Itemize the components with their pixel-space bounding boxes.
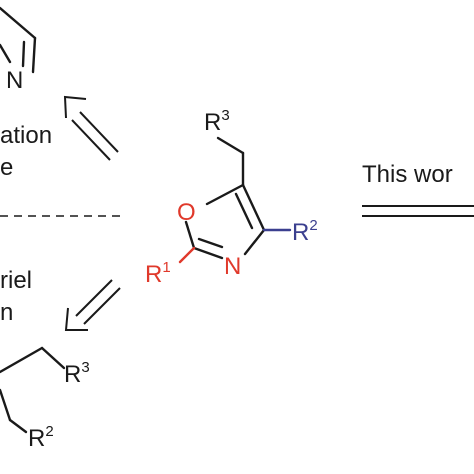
oxazole-r2-label: R2 xyxy=(292,217,318,246)
c2-n3-bond xyxy=(192,246,224,260)
top-caption-line2: e xyxy=(0,154,13,181)
c5-o1-bond xyxy=(205,183,245,206)
oxazole-molecule: R3 O N R1 R2 xyxy=(145,107,318,288)
bottom-caption-line1: riel xyxy=(0,267,32,294)
n3-c4-bond xyxy=(243,228,266,256)
retro-arrow-lower xyxy=(64,279,121,331)
bottom-caption-line2: n xyxy=(0,299,13,326)
top-ring-bond-2 xyxy=(31,36,37,74)
o1-c2-bond xyxy=(184,220,196,250)
top-ring-atom-n: N xyxy=(6,67,23,94)
c2-n3-double-bond xyxy=(197,237,224,249)
oxazole-atom-o: O xyxy=(177,199,196,226)
top-ring-bond-3 xyxy=(0,43,12,64)
top-ring-bond-1 xyxy=(0,6,37,40)
oxazole-r3-label: R3 xyxy=(204,107,230,136)
top-ring-double-bond xyxy=(21,40,26,68)
bottom-bond-2 xyxy=(40,346,66,370)
oxazole-atom-n: N xyxy=(224,253,241,280)
top-left-ring: N xyxy=(0,6,37,94)
c2-r1-bond xyxy=(178,246,196,264)
forward-arrow-right xyxy=(362,205,474,217)
c4-c5-bond xyxy=(241,183,266,232)
bottom-bond-1 xyxy=(0,346,44,374)
r3-ch2-bond xyxy=(216,136,245,155)
bottom-left-product: R3 R2 xyxy=(0,346,90,452)
bottom-bond-4 xyxy=(8,418,28,434)
retro-arrow-upper xyxy=(63,95,119,161)
bottom-r3-label: R3 xyxy=(64,359,90,388)
top-caption-line1: ation xyxy=(0,122,52,149)
bottom-bond-3 xyxy=(0,388,12,422)
bottom-r2-label: R2 xyxy=(28,423,54,452)
this-work-caption: This wor xyxy=(362,161,453,188)
oxazole-r1-label: R1 xyxy=(145,259,171,288)
c4-c5-double-bond xyxy=(234,192,254,230)
